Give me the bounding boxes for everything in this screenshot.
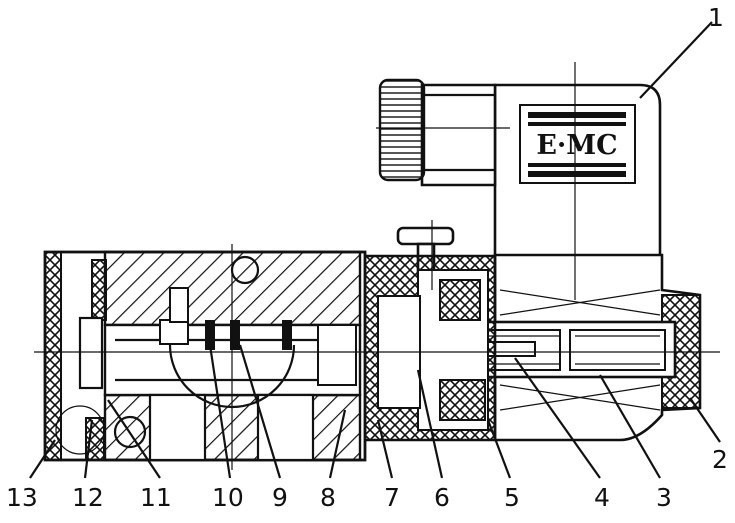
callout-1: 1	[708, 3, 724, 32]
callout-2: 2	[712, 445, 728, 474]
callout-8: 8	[320, 483, 336, 512]
callout-10: 10	[212, 483, 244, 512]
callout-11: 11	[140, 483, 172, 512]
callout-9: 9	[272, 483, 288, 512]
logo-text: E·MC	[536, 130, 617, 161]
leader-lines	[29, 21, 721, 479]
emc-logo: E·MC	[519, 104, 636, 184]
left-end-cap	[44, 251, 107, 461]
callout-12: 12	[72, 483, 104, 512]
callout-6: 6	[434, 483, 450, 512]
center-lines	[34, 62, 720, 470]
callout-7: 7	[384, 483, 400, 512]
callout-3: 3	[656, 483, 672, 512]
callout-5: 5	[504, 483, 520, 512]
callout-13: 13	[6, 483, 38, 512]
callout-4: 4	[594, 483, 610, 512]
callout-labels: 1 2 3 4 5 6 7 8 9 10 11 12 13	[6, 3, 728, 512]
